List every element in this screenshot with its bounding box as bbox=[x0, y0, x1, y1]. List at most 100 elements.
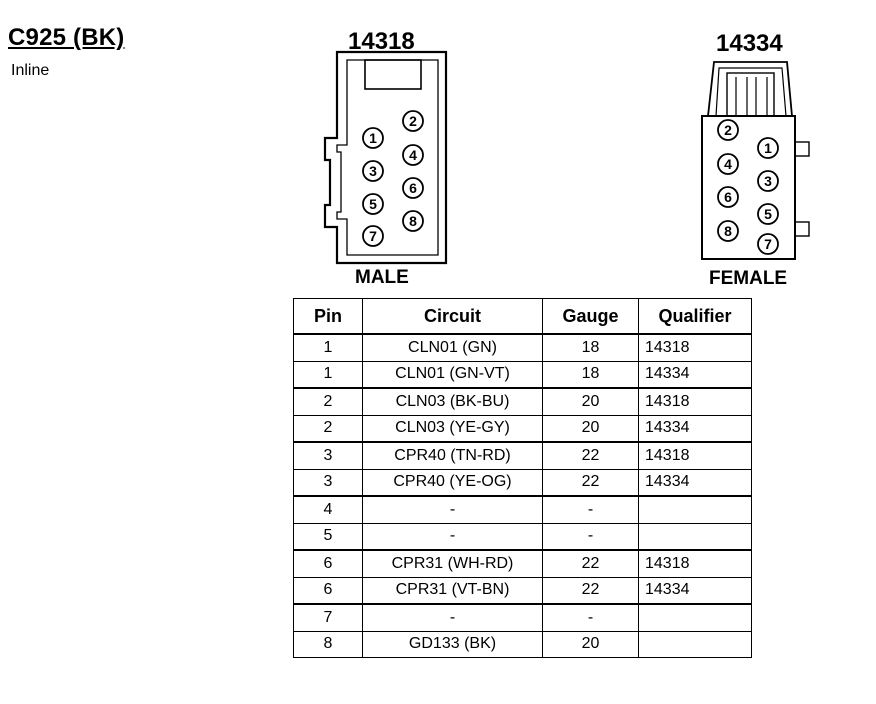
male-pin-label: 6 bbox=[409, 180, 417, 196]
table-row: 7-- bbox=[293, 603, 752, 632]
cell-circuit: - bbox=[362, 522, 543, 551]
male-pin-2: 2 bbox=[402, 110, 424, 132]
header-circuit: Circuit bbox=[362, 298, 543, 335]
cell-circuit: CLN03 (YE-GY) bbox=[362, 414, 543, 443]
cell-qualifier: 14318 bbox=[638, 333, 752, 362]
male-part-number: 14318 bbox=[348, 28, 415, 55]
cell-gauge: 18 bbox=[542, 360, 639, 389]
cell-circuit: CPR31 (VT-BN) bbox=[362, 576, 543, 605]
cell-qualifier bbox=[638, 603, 752, 632]
cell-gauge: - bbox=[542, 603, 639, 632]
cell-gauge: 22 bbox=[542, 441, 639, 470]
cell-gauge: 22 bbox=[542, 576, 639, 605]
male-pin-label: 5 bbox=[369, 196, 377, 212]
cell-gauge: 18 bbox=[542, 333, 639, 362]
female-pin-label: 7 bbox=[764, 236, 772, 252]
male-pin-label: 2 bbox=[409, 113, 417, 129]
table-row: 4-- bbox=[293, 495, 752, 524]
female-pin-8: 8 bbox=[717, 220, 739, 242]
cell-pin: 7 bbox=[293, 603, 363, 632]
cell-circuit: CPR40 (TN-RD) bbox=[362, 441, 543, 470]
table-row: 5-- bbox=[293, 522, 752, 551]
pin-table-header: Pin Circuit Gauge Qualifier bbox=[293, 298, 752, 335]
male-pin-label: 4 bbox=[409, 147, 417, 163]
cell-circuit: CLN03 (BK-BU) bbox=[362, 387, 543, 416]
cell-gauge: 20 bbox=[542, 387, 639, 416]
female-pin-3: 3 bbox=[757, 170, 779, 192]
male-connector-face bbox=[323, 50, 448, 265]
male-pin-1: 1 bbox=[362, 127, 384, 149]
female-part-number: 14334 bbox=[716, 30, 783, 57]
male-pin-8: 8 bbox=[402, 210, 424, 232]
connector-title: C925 (BK) bbox=[8, 24, 125, 51]
female-pin-label: 1 bbox=[764, 140, 772, 156]
male-pin-6: 6 bbox=[402, 177, 424, 199]
header-qualifier: Qualifier bbox=[638, 298, 752, 335]
cell-gauge: 20 bbox=[542, 414, 639, 443]
male-pin-4: 4 bbox=[402, 144, 424, 166]
male-pin-7: 7 bbox=[362, 225, 384, 247]
cell-pin: 8 bbox=[293, 630, 363, 658]
connector-diagrams: 1 2 3 4 5 6 7 8 2 1 4 3 6 5 8 7 bbox=[323, 50, 810, 265]
female-pin-label: 4 bbox=[724, 156, 732, 172]
cell-pin: 1 bbox=[293, 360, 363, 389]
cell-qualifier: 14318 bbox=[638, 387, 752, 416]
cell-gauge: 22 bbox=[542, 549, 639, 578]
female-pin-5: 5 bbox=[757, 203, 779, 225]
female-pin-label: 5 bbox=[764, 206, 772, 222]
cell-gauge: 22 bbox=[542, 468, 639, 497]
male-pin-5: 5 bbox=[362, 193, 384, 215]
female-pin-4: 4 bbox=[717, 153, 739, 175]
cell-circuit: CLN01 (GN-VT) bbox=[362, 360, 543, 389]
female-pin-label: 2 bbox=[724, 122, 732, 138]
cell-circuit: CLN01 (GN) bbox=[362, 333, 543, 362]
cell-qualifier: 14318 bbox=[638, 441, 752, 470]
cell-circuit: - bbox=[362, 603, 543, 632]
female-pin-label: 6 bbox=[724, 189, 732, 205]
cell-qualifier bbox=[638, 522, 752, 551]
cell-pin: 6 bbox=[293, 576, 363, 605]
cell-pin: 6 bbox=[293, 549, 363, 578]
cell-qualifier: 14334 bbox=[638, 576, 752, 605]
cell-pin: 3 bbox=[293, 441, 363, 470]
cell-pin: 3 bbox=[293, 468, 363, 497]
male-pin-label: 8 bbox=[409, 213, 417, 229]
cell-gauge: - bbox=[542, 495, 639, 524]
male-pin-label: 3 bbox=[369, 163, 377, 179]
cell-circuit: GD133 (BK) bbox=[362, 630, 543, 658]
male-label: MALE bbox=[355, 267, 409, 288]
cell-circuit: CPR40 (YE-OG) bbox=[362, 468, 543, 497]
cell-gauge: - bbox=[542, 522, 639, 551]
male-pin-label: 7 bbox=[369, 228, 377, 244]
female-connector-face bbox=[701, 61, 810, 260]
cell-qualifier bbox=[638, 495, 752, 524]
cell-pin: 2 bbox=[293, 414, 363, 443]
female-pin-label: 8 bbox=[724, 223, 732, 239]
cell-qualifier: 14318 bbox=[638, 549, 752, 578]
cell-pin: 5 bbox=[293, 522, 363, 551]
female-pin-1: 1 bbox=[757, 137, 779, 159]
female-pin-6: 6 bbox=[717, 186, 739, 208]
cell-qualifier: 14334 bbox=[638, 414, 752, 443]
female-pin-2: 2 bbox=[717, 119, 739, 141]
cell-pin: 2 bbox=[293, 387, 363, 416]
female-pin-7: 7 bbox=[757, 233, 779, 255]
cell-pin: 4 bbox=[293, 495, 363, 524]
cell-qualifier: 14334 bbox=[638, 468, 752, 497]
male-pin-3: 3 bbox=[362, 160, 384, 182]
cell-qualifier bbox=[638, 630, 752, 658]
connector-type: Inline bbox=[11, 62, 50, 79]
female-pin-label: 3 bbox=[764, 173, 772, 189]
cell-circuit: - bbox=[362, 495, 543, 524]
male-pin-label: 1 bbox=[369, 130, 377, 146]
